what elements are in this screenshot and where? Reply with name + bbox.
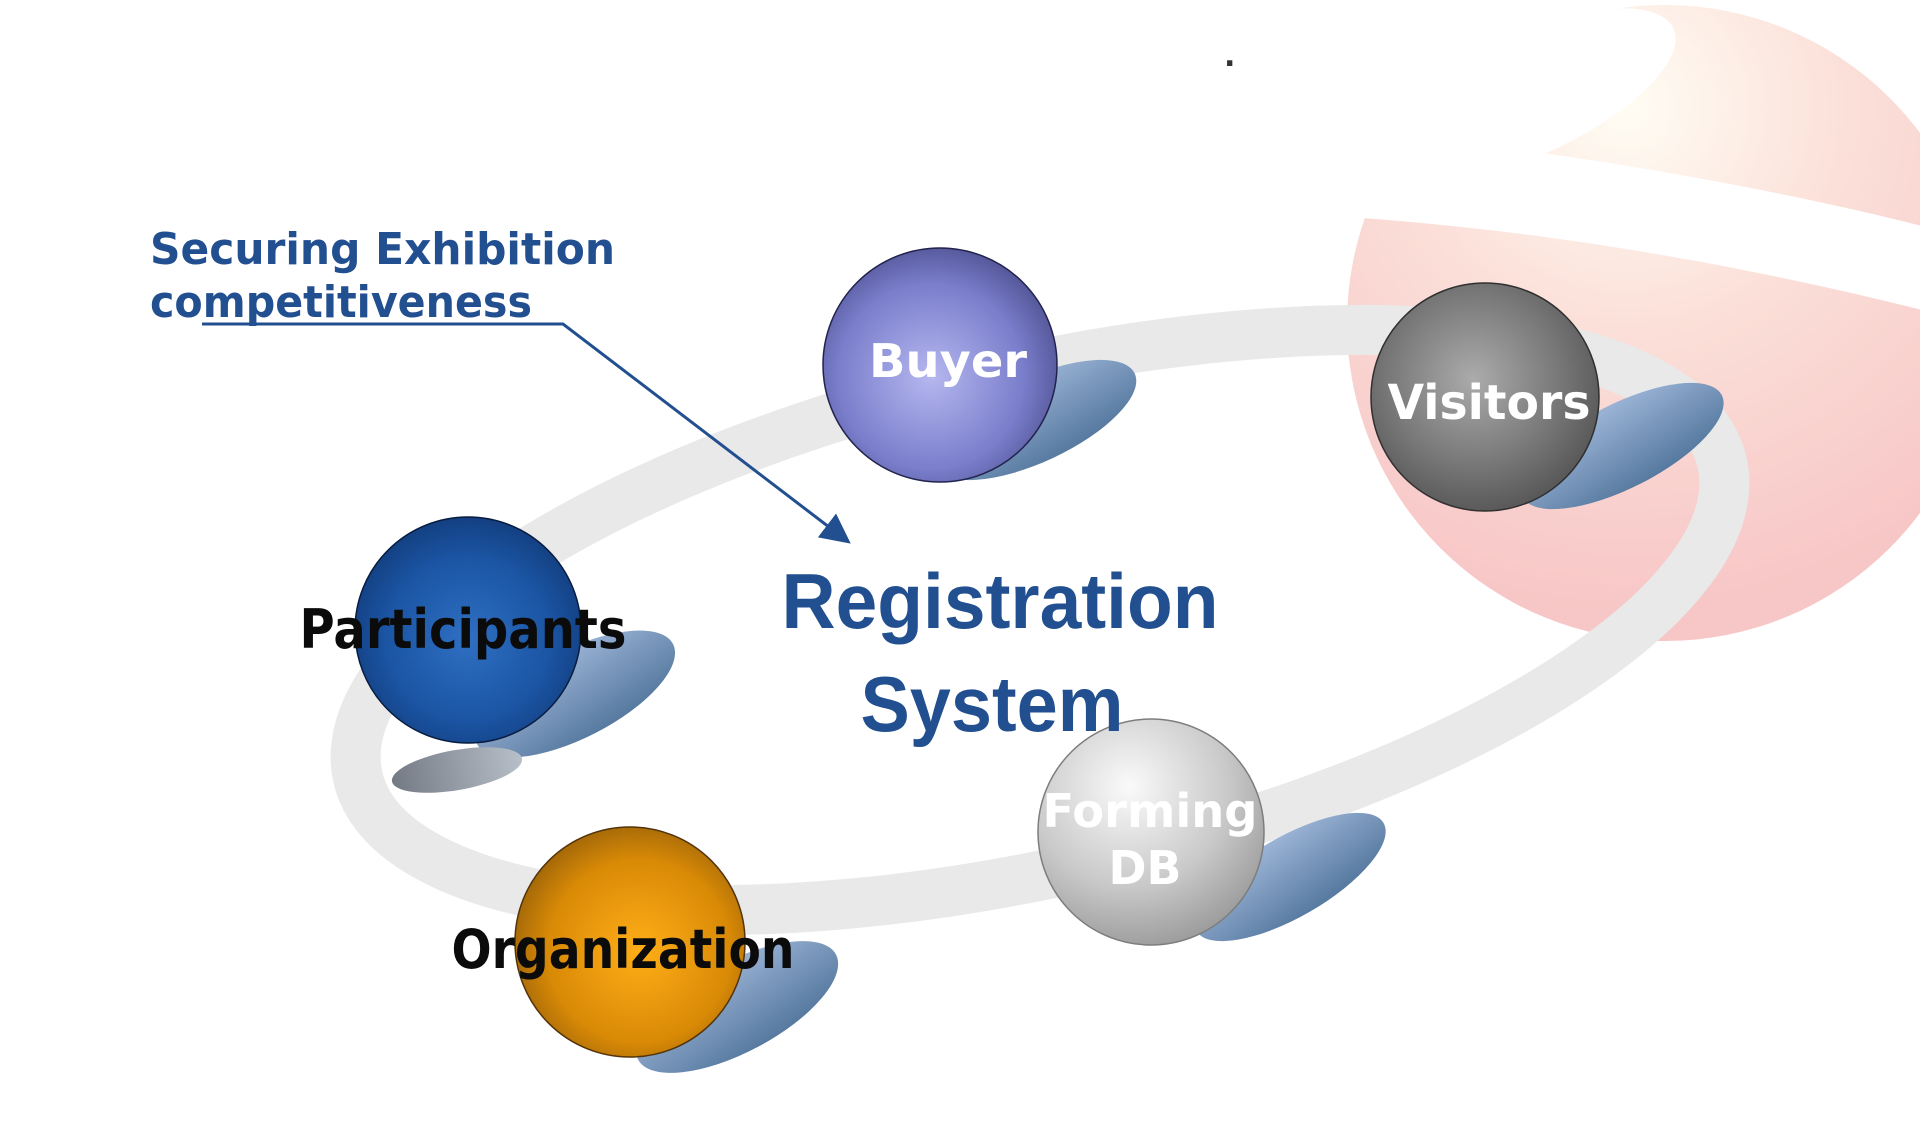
buyer-label: Buyer: [869, 334, 1027, 388]
forming-db-sphere: [1037, 718, 1265, 946]
forming-db-label-line2: DB: [1109, 841, 1182, 895]
diagram-title-line1: Registration: [782, 557, 1219, 645]
logo-globe-swoosh-cutout: [1332, 128, 1920, 310]
visitors-sphere: [1370, 282, 1600, 512]
visitors-shadow: [1520, 382, 1724, 510]
participants-sphere: [354, 516, 582, 744]
participants-label: Participants: [300, 598, 627, 661]
visitors-label: Visitors: [1388, 375, 1591, 431]
buyer-sphere: [822, 247, 1058, 483]
forming-db-shadow: [1194, 812, 1386, 942]
annotation-line2: competitiveness: [150, 277, 532, 328]
organization-label: Organization: [452, 918, 795, 981]
forming-db-label-line1: Forming: [1043, 784, 1258, 838]
stray-dot: .: [1224, 39, 1235, 74]
organization-sphere: [514, 826, 746, 1058]
annotation-callout-arrow: [202, 322, 851, 544]
annotation-line1: Securing Exhibition: [150, 224, 615, 275]
diagram-title-line2: System: [861, 660, 1124, 748]
participants-ground-shadow: [391, 747, 523, 793]
